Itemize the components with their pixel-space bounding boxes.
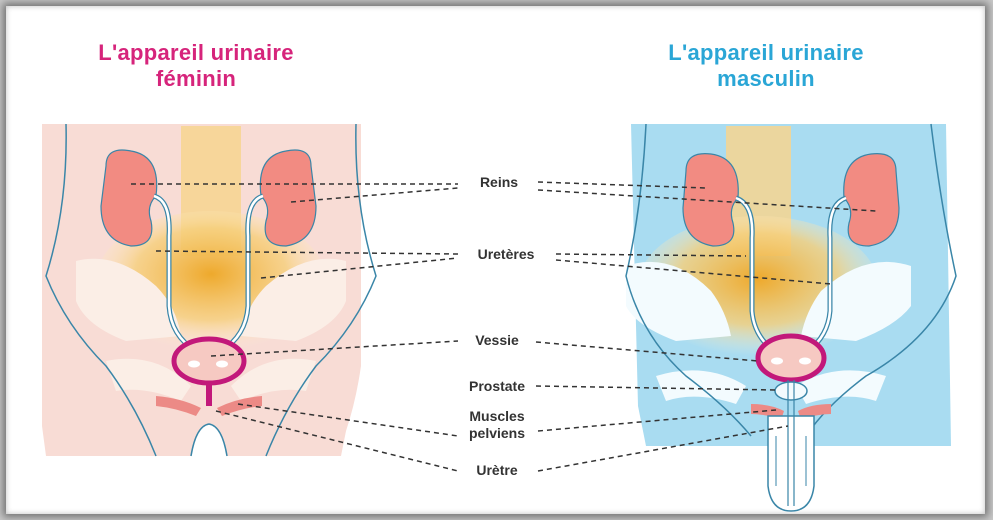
feminine-kidney-right	[260, 150, 316, 246]
masculine-figure	[626, 124, 956, 511]
label-reins: Reins	[444, 174, 554, 191]
label-vessie: Vessie	[442, 332, 552, 349]
label-prostate: Prostate	[442, 378, 552, 395]
masculine-prostate	[775, 382, 807, 400]
feminine-bladder	[174, 339, 244, 383]
label-muscles-pelviens: Muscles pelviens	[442, 408, 552, 442]
feminine-kidney-left	[101, 150, 157, 246]
masculine-bladder	[758, 336, 824, 380]
label-ureteres: Uretères	[451, 246, 561, 263]
label-uretre: Urètre	[442, 462, 552, 479]
masculine-penis	[768, 416, 814, 511]
diagram-frame: L'appareil urinaire féminin L'appareil u…	[6, 6, 985, 514]
feminine-figure	[42, 124, 376, 456]
masculine-kidney-right	[844, 154, 899, 246]
